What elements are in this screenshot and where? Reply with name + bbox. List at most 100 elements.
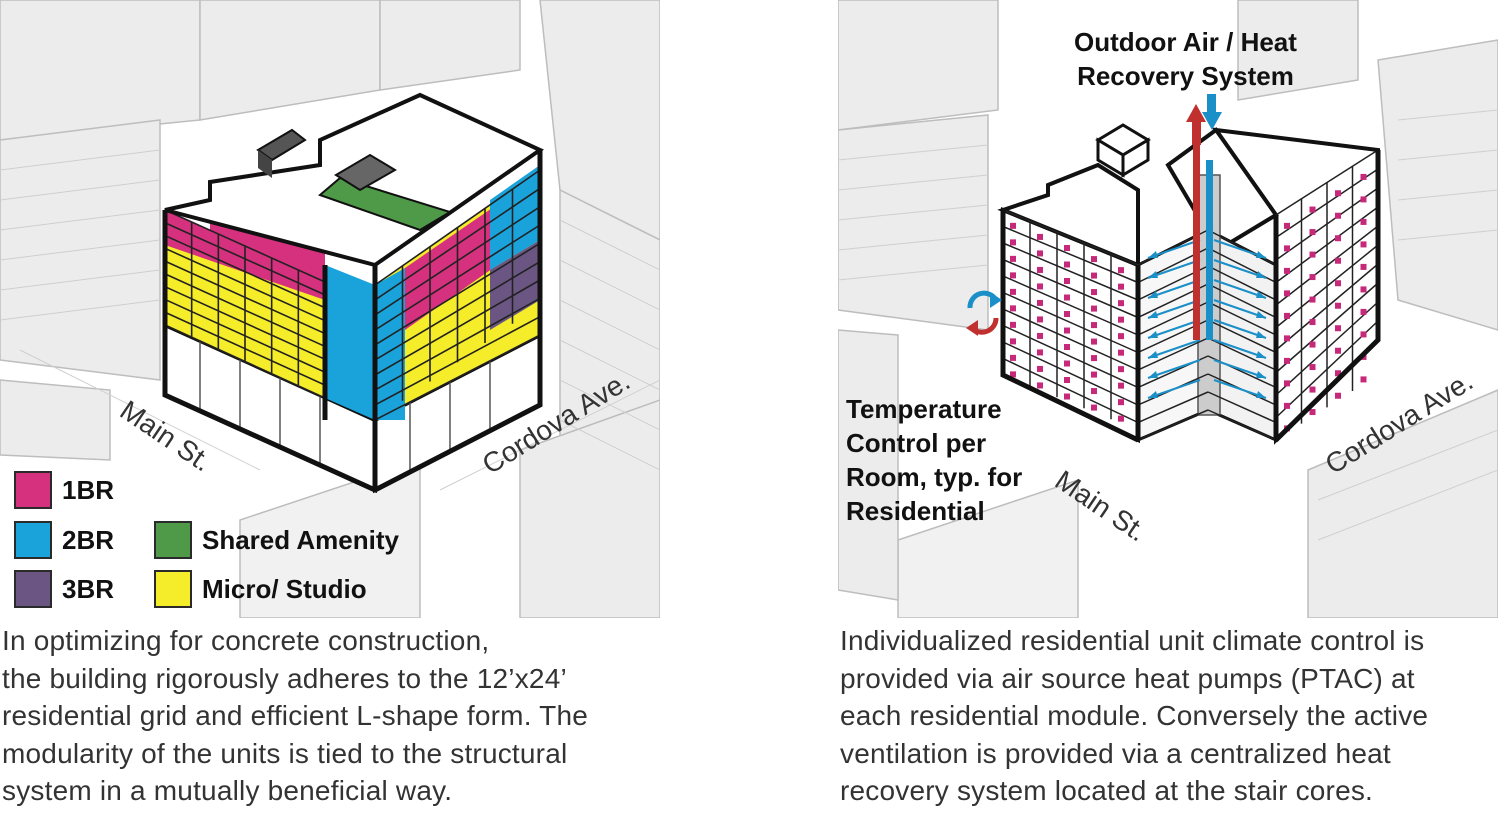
supply-air-riser bbox=[1192, 120, 1201, 145]
ptac-module bbox=[1284, 380, 1290, 387]
climate-control-diagram: Main St. Cordova Ave. Outdoor Air / Heat… bbox=[838, 0, 1498, 618]
legend-label-micro-studio: Micro/ Studio bbox=[202, 573, 367, 604]
ptac-module bbox=[1284, 402, 1290, 409]
floor-line bbox=[1002, 341, 1139, 406]
ptac-module bbox=[1360, 376, 1367, 383]
caption-line: residential grid and efficient L-shape f… bbox=[2, 700, 589, 731]
ptac-module bbox=[1091, 289, 1097, 296]
ptac-module bbox=[1335, 347, 1341, 354]
supply-air-riser bbox=[1186, 104, 1206, 122]
unit-mix-caption: In optimizing for concrete construction,… bbox=[2, 622, 682, 810]
ptac-module bbox=[1064, 360, 1070, 367]
ptac-module bbox=[1335, 370, 1341, 377]
ptac-module bbox=[1037, 283, 1043, 290]
ptac-module bbox=[1284, 267, 1290, 274]
ptac-module bbox=[1037, 365, 1043, 372]
temperature-control-callout: Temperature Control per Room, typ. for R… bbox=[846, 392, 1022, 528]
ventilation-arrowhead bbox=[1148, 251, 1158, 258]
ptac-module bbox=[1360, 196, 1367, 203]
ptac-module bbox=[1335, 257, 1341, 264]
legend-swatch-2br bbox=[14, 521, 52, 559]
ptac-module bbox=[1064, 294, 1070, 301]
legend-item-1br: 1BR bbox=[14, 470, 114, 510]
ptac-module bbox=[1118, 382, 1124, 389]
legend-swatch-1br bbox=[14, 471, 52, 509]
floor-line bbox=[1002, 291, 1139, 354]
floor-line bbox=[1002, 324, 1139, 389]
unit-mix-diagram: Main St. Cordova Ave. 1BR 2BR 3BR Shared… bbox=[0, 0, 660, 618]
legend-label-2br: 2BR bbox=[62, 524, 115, 555]
ptac-module bbox=[1335, 392, 1341, 399]
ptac-module bbox=[1091, 388, 1097, 395]
floor-line bbox=[1207, 319, 1277, 354]
ptac-module bbox=[1064, 261, 1070, 268]
floor-line bbox=[1137, 391, 1209, 424]
ptac-module bbox=[1118, 267, 1124, 274]
ptac-module bbox=[1010, 239, 1016, 246]
building-outline bbox=[1000, 150, 1381, 443]
ptac-module bbox=[1064, 344, 1070, 351]
floor-line bbox=[1002, 275, 1139, 336]
ventilation-arrowhead bbox=[1148, 271, 1158, 278]
ptac-module bbox=[1091, 404, 1097, 411]
ptac-module bbox=[1284, 312, 1290, 319]
exhaust-air-riser bbox=[1206, 160, 1213, 340]
exhaust-air-riser bbox=[1207, 94, 1216, 114]
exhaust-air-riser bbox=[1202, 112, 1222, 130]
ptac-modules bbox=[1010, 173, 1367, 432]
ptac-module bbox=[1010, 305, 1016, 312]
ventilation-arrowhead bbox=[1256, 251, 1266, 258]
legend-swatch-micro-studio bbox=[154, 570, 192, 608]
floor-line bbox=[1002, 242, 1139, 301]
legend-swatch-shared-amenity bbox=[154, 521, 192, 559]
caption-line: In optimizing for concrete construction, bbox=[2, 625, 490, 656]
legend-item-2br: 2BR bbox=[14, 520, 114, 560]
floor-line bbox=[1207, 337, 1277, 371]
caption-line: the building rigorously adheres to the 1… bbox=[2, 662, 567, 694]
building-outline bbox=[162, 150, 543, 493]
ptac-module bbox=[1309, 296, 1316, 303]
ptac-module bbox=[1118, 399, 1124, 406]
ventilation-axonometric: Main St. Cordova Ave. bbox=[838, 0, 1498, 618]
ptac-module bbox=[1091, 305, 1097, 312]
ptac-module bbox=[1335, 212, 1341, 219]
ptac-module bbox=[1335, 280, 1341, 287]
ptac-module bbox=[1037, 316, 1043, 323]
ptac-module bbox=[1360, 241, 1367, 248]
ventilation-arrowhead bbox=[1256, 331, 1266, 338]
climate-control-caption: Individualized residential unit climate … bbox=[840, 622, 1500, 810]
caption-line: modularity of the units is tied to the s… bbox=[2, 737, 568, 769]
ptac-module bbox=[1284, 335, 1290, 342]
ptac-module bbox=[1284, 357, 1290, 364]
ventilation-arrowhead bbox=[1256, 291, 1266, 298]
floor-line bbox=[1002, 258, 1139, 319]
cycle-arrowhead-warm bbox=[966, 320, 978, 336]
ptac-module bbox=[1118, 415, 1124, 422]
ventilation-arrowhead bbox=[1148, 371, 1158, 378]
building-roof bbox=[164, 92, 545, 268]
ptac-module bbox=[1309, 409, 1316, 416]
ptac-module bbox=[1091, 338, 1097, 345]
ptac-module bbox=[1091, 256, 1097, 263]
legend-label-3br: 3BR bbox=[62, 573, 115, 604]
ventilation-arrowhead bbox=[1148, 291, 1158, 298]
caption-line: system in a mutually beneficial way. bbox=[2, 775, 453, 806]
ptac-module bbox=[1010, 272, 1016, 279]
ptac-module bbox=[1091, 272, 1097, 279]
ventilation-arrowhead bbox=[1256, 351, 1266, 358]
legend-item-shared-amenity: Shared Amenity bbox=[154, 520, 399, 560]
ptac-module bbox=[1360, 263, 1367, 270]
ptac-module bbox=[1037, 299, 1043, 306]
callout-line: Temperature bbox=[846, 394, 1002, 424]
ptac-module bbox=[1360, 218, 1367, 225]
caption-line: each residential module. Conversely the … bbox=[840, 700, 1429, 731]
floor-line bbox=[374, 334, 541, 421]
ptac-module bbox=[1091, 322, 1097, 329]
supply-air-riser bbox=[1193, 140, 1200, 340]
floor-line bbox=[1207, 229, 1277, 266]
ptac-module bbox=[1309, 251, 1316, 258]
ptac-module bbox=[1010, 222, 1016, 229]
floor-line bbox=[1002, 308, 1139, 371]
ptac-module bbox=[1360, 308, 1367, 315]
legend-item-micro-studio: Micro/ Studio bbox=[154, 569, 367, 609]
